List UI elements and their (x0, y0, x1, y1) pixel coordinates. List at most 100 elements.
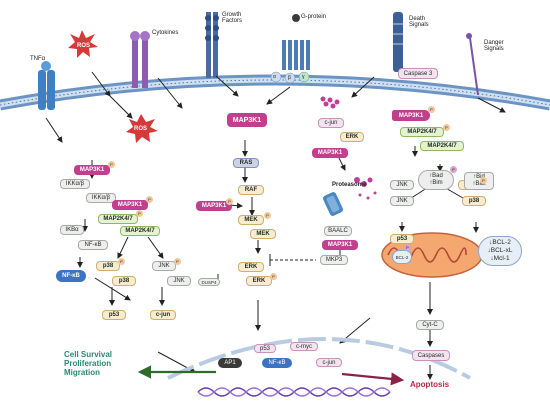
cytokine-receptor-icon (130, 31, 150, 88)
bax-text: ↑Bax (472, 181, 486, 187)
baalc-map3k1-node: MAP3K1 (322, 240, 358, 250)
ros-top-label: ROS (77, 43, 91, 49)
phospho-marker: P (450, 166, 457, 173)
mkp3-node: MKP3 (320, 255, 348, 265)
ros-star-top-icon (68, 30, 98, 58)
growth-factors-label: Growth Factors (222, 12, 243, 24)
bim-text: ↑Bim (429, 180, 443, 186)
bcl2-small-node: BCL-2 (392, 250, 412, 264)
apoptosis-map3k1-node: MAP3K1 (392, 110, 430, 121)
stress-map3k1-node: MAP3K1 (112, 200, 148, 210)
apoptosis-p38-node-2: p38 (462, 196, 486, 206)
nucleus-ap1-node: AP1 (218, 358, 242, 368)
apoptosis-map2k-node-2: MAP2K4/7 (420, 141, 464, 151)
cytokines-label: Cytokines (152, 30, 179, 36)
cytc-node: Cyt-C (416, 320, 444, 330)
raf-node: RAF (238, 185, 264, 195)
g-alpha-label: α (273, 74, 276, 80)
survival-outcome-label: Cell Survival Proliferation Migration (64, 350, 112, 377)
stress-p38-node-2: p38 (112, 276, 136, 286)
ikk-node-1: IKKα/β (60, 179, 90, 189)
danger-signals-label: Danger Signals (484, 40, 504, 52)
survival-line-2: Proliferation (64, 359, 112, 368)
stress-cjun-node: c-jun (150, 310, 176, 320)
phospho-marker: P (404, 244, 411, 251)
apoptosis-arrow (341, 372, 405, 386)
degradation-fragments-icon (354, 177, 377, 200)
growth-factor-receptor-icon (205, 12, 219, 78)
stress-map2k-node-2: MAP2K4/7 (120, 226, 160, 236)
ikk-node-2: IKKα/β (86, 193, 116, 203)
proteasome-icon (322, 192, 344, 216)
nfkb-complex-node: NF-κB (78, 240, 108, 250)
g-gamma-label: γ (302, 74, 305, 80)
phospho-marker: P (146, 196, 153, 203)
nfkb-map3k1-node: MAP3K1 (74, 165, 110, 175)
phospho-marker: P (226, 198, 233, 205)
nucleus-cjun-node: c-jun (316, 358, 342, 367)
nucleus-cmyc-node: c-myc (290, 342, 318, 351)
degradation-erk-node: ERK (340, 132, 364, 142)
erk-node-1: ERK (238, 262, 264, 272)
phospho-marker: P (264, 212, 271, 219)
phospho-marker: P (108, 161, 115, 168)
g-beta-label: β (288, 75, 291, 81)
stress-map2k-node-1: MAP2K4/7 (98, 214, 138, 224)
tnf-label: TNFα (30, 56, 46, 62)
danger-receptor-icon (466, 33, 479, 96)
anti-apoptotic-node: ↓BCL-2 ↓BCL-xL ↓Mcl-1 (478, 236, 522, 266)
death-receptor-icon (393, 12, 403, 72)
nucleus-p53-node: p53 (254, 344, 276, 353)
phospho-marker: P (136, 210, 143, 217)
mek-node-2: MEK (250, 229, 276, 239)
g-protein-receptor-icon (270, 14, 310, 84)
dusp4-node: DUSP4 (198, 278, 220, 286)
g-protein-label: G-protein (301, 14, 327, 20)
phospho-marker: P (443, 124, 450, 131)
stress-p38-node-1: p38 (96, 261, 120, 271)
ubiquitin-chain-icon (320, 96, 340, 109)
phospho-marker: P (428, 106, 435, 113)
stress-jnk-node-1: JNK (152, 261, 176, 271)
apoptosis-jnk-node-1: JNK (390, 180, 414, 190)
caspases-node: Caspases (412, 350, 450, 361)
bid-text: ↑Bid (473, 174, 485, 180)
phospho-marker: P (480, 177, 487, 184)
bid-bax-node: ↑Bid ↑Bax (464, 172, 494, 190)
degradation-map3k1-node: MAP3K1 (312, 148, 348, 158)
death-signals-label: Death Signals (409, 16, 429, 28)
tnf-receptor-icon (38, 61, 55, 110)
phospho-marker: P (174, 258, 181, 265)
bcl2-text: ↓BCL-2 (489, 239, 511, 246)
ros-center-label: ROS (134, 126, 148, 132)
nfkb-node: NF-κB (56, 270, 86, 282)
map3k1-central-node: MAP3K1 (227, 113, 267, 127)
apoptosis-jnk-node-2: JNK (390, 196, 414, 206)
erk-node-2: ERK (246, 276, 272, 286)
bad-bim-node: ↑Bad ↑Bim (418, 170, 454, 190)
caspase3-node: Caspase 3 (398, 68, 438, 79)
survival-line-3: Migration (64, 368, 100, 377)
ikba-node: IKBα (60, 225, 84, 235)
stress-p53-node: p53 (102, 310, 126, 320)
dna-helix-icon (197, 387, 391, 397)
apoptosis-map2k-node-1: MAP2K4/7 (400, 127, 444, 137)
apoptosis-p53-node: p53 (390, 234, 414, 244)
ras-node: RAS (233, 158, 259, 168)
baalc-node: BAALC (324, 226, 352, 236)
bad-text: ↑Bad (429, 173, 443, 179)
ros-star-center-icon (126, 114, 158, 143)
phospho-marker: P (118, 258, 125, 265)
survival-line-1: Cell Survival (64, 350, 113, 359)
erk-branch-map3k1-node: MAP3K1 (196, 201, 232, 211)
proteasome-label: Proteasome (332, 182, 367, 188)
degradation-cjun-node: c-jun (318, 118, 344, 128)
mcl1-text: ↓Mcl-1 (490, 255, 510, 262)
mek-node-1: MEK (238, 215, 264, 225)
phospho-marker: P (270, 273, 277, 280)
stress-jnk-node-2: JNK (167, 276, 191, 286)
bclxl-text: ↓BCL-xL (487, 247, 513, 254)
nucleus-nfkb-node: NF-κB (262, 358, 292, 368)
apoptosis-outcome-label: Apoptosis (410, 380, 450, 389)
